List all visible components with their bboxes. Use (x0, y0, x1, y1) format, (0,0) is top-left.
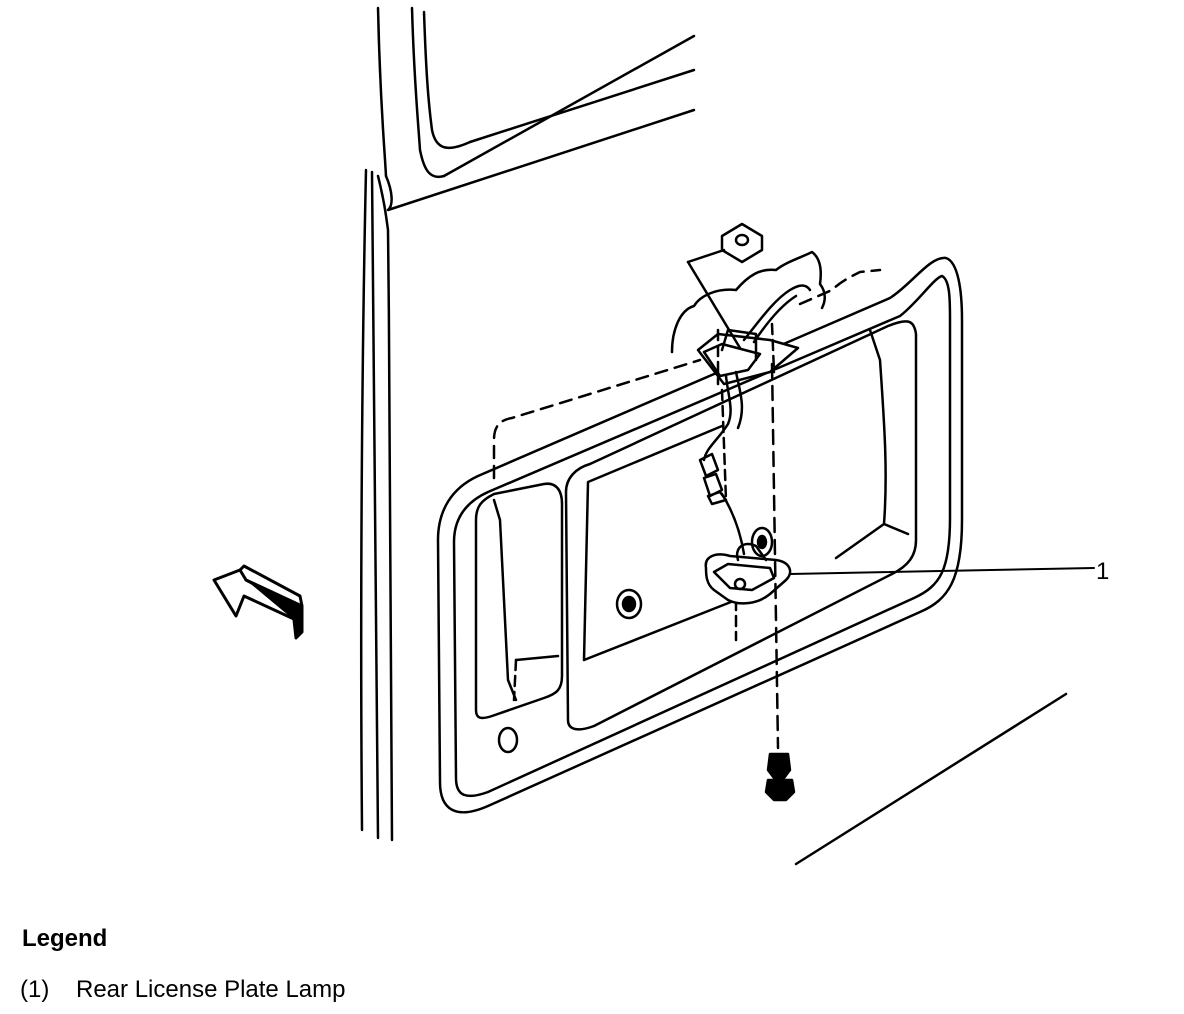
callout-leader-line (789, 567, 1095, 575)
legend-item-key: (1) (20, 976, 50, 1003)
upper-lamp-assembly (670, 222, 826, 642)
legend-item: (1) Rear License Plate Lamp (20, 976, 345, 1004)
license-plate-lamp-diagram (212, 6, 1095, 866)
direction-arrow-icon (212, 564, 304, 640)
callout-number-1: 1 (1096, 558, 1110, 585)
fascia-outline-dashed-top (798, 268, 882, 306)
fascia-outline-dashed (492, 358, 702, 480)
rear-license-plate-lamp (704, 492, 792, 605)
retaining-screw (764, 362, 796, 802)
body-crease-line (794, 692, 1068, 866)
legend-title: Legend (22, 925, 108, 952)
license-pocket-bezel (436, 256, 964, 814)
legend-item-label: Rear License Plate Lamp (76, 976, 346, 1003)
